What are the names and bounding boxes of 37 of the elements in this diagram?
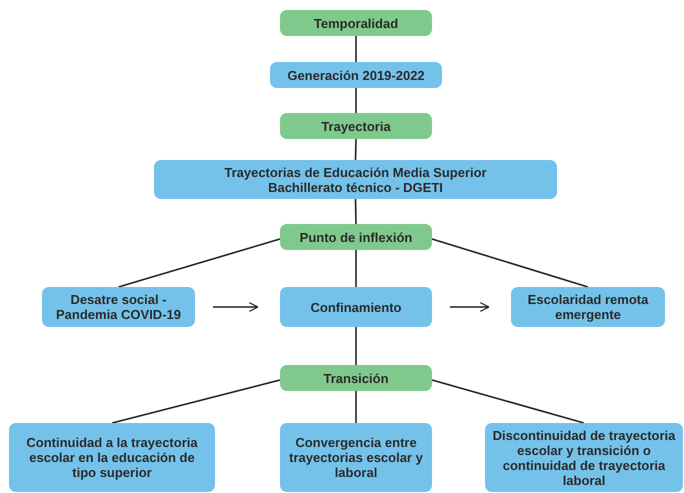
node-label: Continuidad a la trayectoria escolar en la educación de tipo superior (25, 435, 199, 480)
process-box (511, 287, 665, 327)
process-box (270, 62, 442, 88)
connector-line (112, 379, 280, 424)
node-label: Confinamiento (310, 300, 402, 314)
stage-box (280, 113, 432, 139)
connector-line (118, 238, 280, 288)
node-label: Discontinuidad de trayectoria escolar y transición o continuidad de trayectoria laboral (492, 428, 676, 488)
connector-line (355, 250, 357, 287)
node-label: Trayectoria (321, 118, 391, 134)
connector-line (432, 238, 588, 288)
connector-line (355, 36, 357, 62)
arrow (450, 302, 490, 312)
connector-line (355, 327, 357, 365)
process-box (42, 287, 195, 327)
stage-box (280, 10, 432, 36)
node-label: Convergencia entre trayectorias escolar y laboral (288, 435, 424, 480)
node-label: Desatre social - Pandemia COVID-19 (55, 292, 182, 322)
node-label: Generación 2019-2022 (287, 68, 425, 82)
node-label: Trayectorias de Educación Media Superior Bachillerato técnico - DGETI (223, 164, 488, 194)
arrow (213, 302, 259, 312)
node-label: Transición (323, 370, 389, 386)
node-label: Temporalidad (314, 16, 398, 30)
stage-box (280, 365, 432, 391)
connector-line (432, 379, 584, 424)
process-box (280, 287, 432, 327)
connector-line (355, 88, 357, 113)
stage-box (280, 224, 432, 250)
process-box (280, 423, 432, 492)
process-box (485, 423, 683, 492)
node-label: Escolaridad remota emergente (526, 292, 650, 322)
connector-line (354, 138, 357, 160)
process-box (154, 160, 557, 199)
process-box (9, 423, 215, 492)
connector-line (354, 198, 357, 224)
connector-line (355, 391, 357, 423)
node-label: Punto de inflexión (300, 230, 412, 244)
